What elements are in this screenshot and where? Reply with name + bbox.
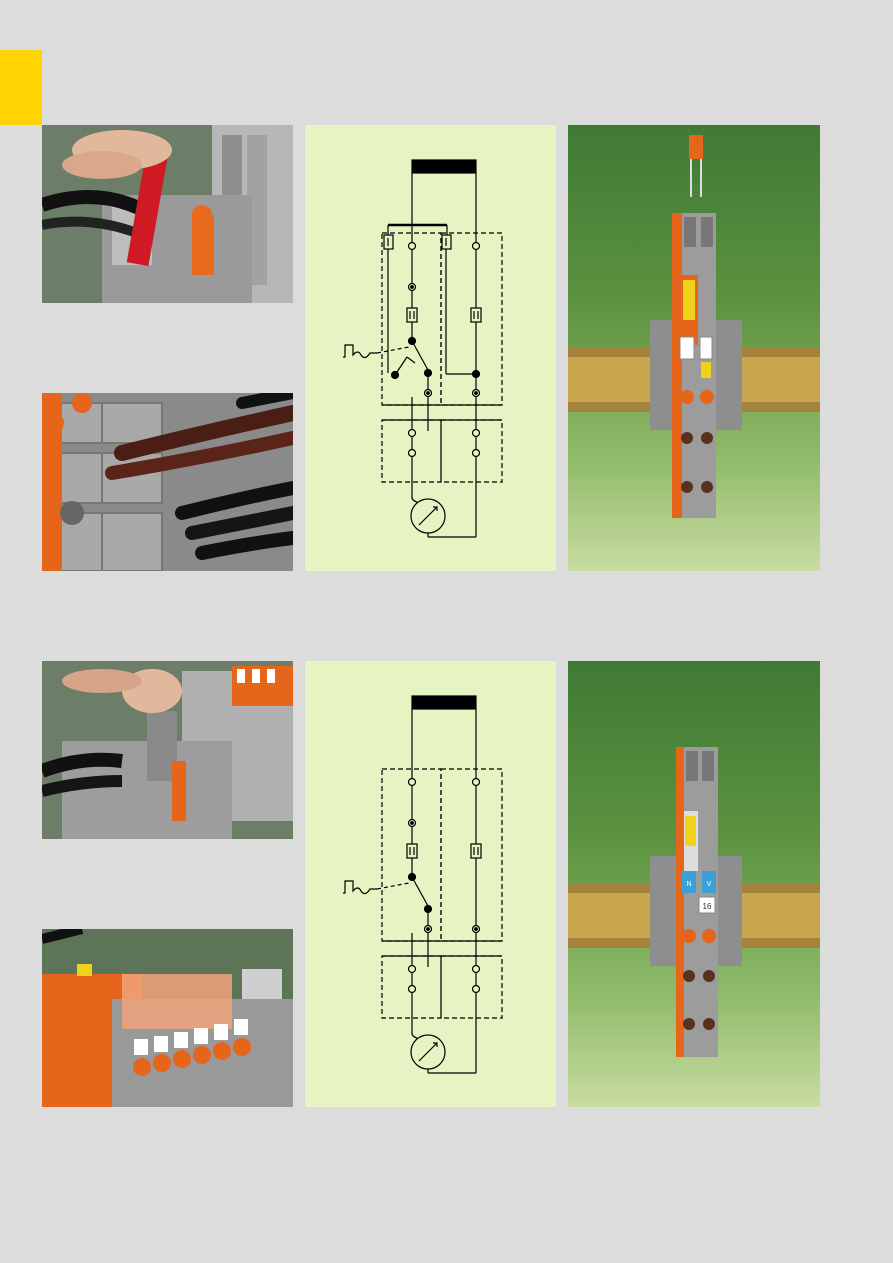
terminal-block-on-rail-photo-bottom: N V 16 <box>568 661 820 1107</box>
label-16: 16 <box>703 902 712 911</box>
bridged-terminal-wiring-photo <box>42 393 293 571</box>
circuit-diagram-panel-bottom <box>305 661 556 1107</box>
marker-carrier-photo <box>42 929 293 1107</box>
section-color-tab <box>0 50 42 125</box>
disconnect-lever-photo <box>42 661 293 839</box>
label-n: N <box>686 881 691 888</box>
circuit-diagram-panel-top <box>305 125 556 571</box>
test-plug-insertion-photo <box>42 125 293 303</box>
terminal-block-on-rail-photo-top <box>568 125 820 571</box>
label-v: V <box>707 881 712 888</box>
